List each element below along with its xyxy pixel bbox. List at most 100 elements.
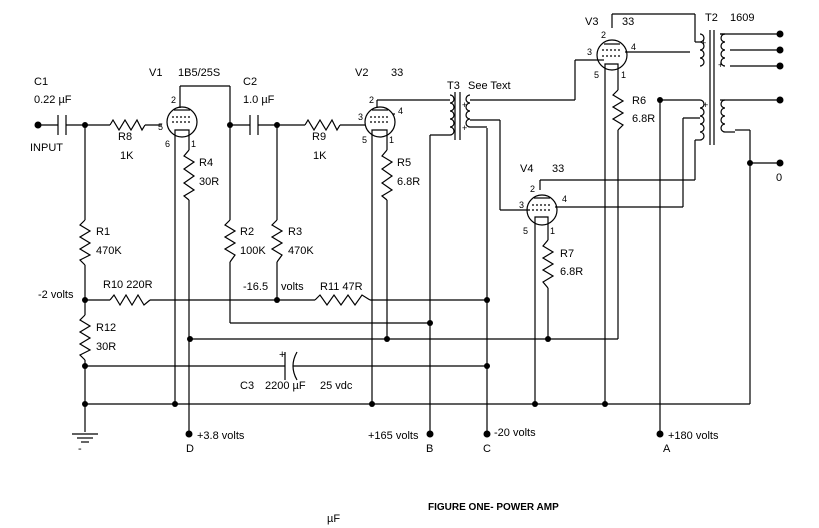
- c2-ref: C2: [243, 76, 257, 88]
- r4-value: 30R: [199, 176, 219, 188]
- v3-pin-3: 3: [587, 47, 592, 57]
- r1-ref: R1: [96, 226, 110, 238]
- junctions: [82, 97, 753, 407]
- tube-v2: [364, 106, 396, 138]
- r3-ref: R3: [288, 226, 302, 238]
- c3-value: 2200 µF: [265, 380, 306, 392]
- tube-v1: [166, 106, 198, 138]
- resistor-r6: [611, 89, 625, 131]
- capacitor-c3: [284, 351, 298, 381]
- terminal-a-label: A: [663, 443, 671, 455]
- stray-unit-label: µF: [327, 513, 340, 525]
- v2-type: 33: [391, 67, 403, 79]
- v2-pin-5: 5: [362, 135, 367, 145]
- v3-pin-4: 4: [631, 42, 636, 52]
- t2-plus-2: +: [718, 60, 723, 70]
- capacitor-c2: [249, 115, 259, 135]
- v1-pin-2: 2: [171, 95, 176, 105]
- c3-rating: 25 vdc: [320, 380, 353, 392]
- c3-polarity: +: [279, 349, 285, 361]
- v4-pin-1: 1: [550, 226, 555, 236]
- resistor-r12: [78, 314, 92, 361]
- resistor-r11: [314, 293, 371, 307]
- v4-pin-3: 3: [519, 200, 524, 210]
- r7-ref: R7: [560, 248, 574, 260]
- tube-v3: [596, 39, 628, 73]
- c3-ref: C3: [240, 380, 254, 392]
- terminal-zero-label: 0: [776, 172, 782, 184]
- v2-pin-2: 2: [369, 95, 374, 105]
- terminal-c: [483, 430, 491, 438]
- output-terminal-zero: [776, 159, 784, 167]
- v1-type: 1B5/25S: [178, 67, 220, 79]
- r12-value: 30R: [96, 341, 116, 353]
- transformer-t3: [430, 92, 487, 140]
- v2-ref: V2: [355, 67, 368, 79]
- r2-value: 100K: [240, 245, 266, 257]
- v4-pin-2: 2: [530, 184, 535, 194]
- terminals: [34, 30, 784, 438]
- resistor-r5: [380, 149, 394, 201]
- r5-ref: R5: [397, 157, 411, 169]
- r6-ref: R6: [632, 95, 646, 107]
- t3-ref: T3: [447, 80, 460, 92]
- resistor-r4: [182, 149, 196, 201]
- c1-value: 0.22 µF: [34, 94, 72, 106]
- output-terminal-4: [776, 96, 784, 104]
- c1-ref: C1: [34, 76, 48, 88]
- r4-ref: R4: [199, 157, 213, 169]
- v3-ref: V3: [585, 16, 598, 28]
- r1-value: 470K: [96, 245, 122, 257]
- v2-pin-4: 4: [398, 106, 403, 116]
- r10-label: R10 220R: [103, 279, 153, 291]
- resistor-r2: [223, 219, 237, 263]
- output-terminal-1: [776, 30, 784, 38]
- terminal-d: [185, 430, 193, 438]
- resistor-r10: [109, 293, 151, 307]
- tube-v4: [526, 194, 560, 226]
- t3-note: See Text: [468, 80, 511, 92]
- t3-plus-bottom: +: [462, 123, 467, 133]
- v4-pin-5: 5: [523, 226, 528, 236]
- v4-pin-4: 4: [562, 194, 567, 204]
- pin-numbers: 2 5 6 1 2 3 4 5 1 2 3 4 5 1 2 3 4 5 1 + …: [158, 30, 723, 236]
- v2-pin-1: 1: [389, 135, 394, 145]
- figure-title: FIGURE ONE- POWER AMP: [428, 502, 559, 513]
- t3-plus-top: +: [462, 100, 467, 110]
- v1-ref: V1: [149, 67, 162, 79]
- ground-symbol: [72, 433, 98, 443]
- v3-pin-2: 2: [601, 30, 606, 40]
- t2-plus-1: +: [701, 38, 706, 48]
- resistor-r9: [304, 118, 341, 132]
- voltage-minus2: -2 volts: [38, 289, 74, 301]
- labels: C1 0.22 µF INPUT R8 1K V1 1B5/25S C2 1.0…: [30, 12, 782, 525]
- r9-ref: R9: [312, 131, 326, 143]
- voltage-plus3-8: +3.8 volts: [197, 430, 245, 442]
- r5-value: 6.8R: [397, 176, 420, 188]
- terminal-b-label: B: [426, 443, 433, 455]
- voltage-plus180: +180 volts: [668, 430, 719, 442]
- v3-pin-5: 5: [594, 70, 599, 80]
- r12-ref: R12: [96, 322, 116, 334]
- transformer-t2: [695, 30, 735, 145]
- ground-minus-label: -: [78, 443, 82, 455]
- input-terminal: [34, 121, 42, 129]
- r7-value: 6.8R: [560, 266, 583, 278]
- input-label: INPUT: [30, 142, 63, 154]
- r8-value: 1K: [120, 150, 134, 162]
- output-terminal-3: [776, 62, 784, 70]
- wires: [38, 13, 780, 432]
- t2-ref: T2: [705, 12, 718, 24]
- resistor-r8: [109, 118, 146, 132]
- resistor-r3: [270, 219, 284, 263]
- capacitor-c1: [57, 115, 67, 135]
- t2-plus-3: +: [703, 100, 708, 110]
- voltage-minus16-5: -16.5: [243, 281, 268, 293]
- resistor-r7: [541, 239, 555, 289]
- t2-type: 1609: [730, 12, 754, 24]
- output-terminal-2: [776, 46, 784, 54]
- r9-value: 1K: [313, 150, 327, 162]
- terminal-d-label: D: [186, 443, 194, 455]
- r11-label: R11 47R: [320, 281, 363, 293]
